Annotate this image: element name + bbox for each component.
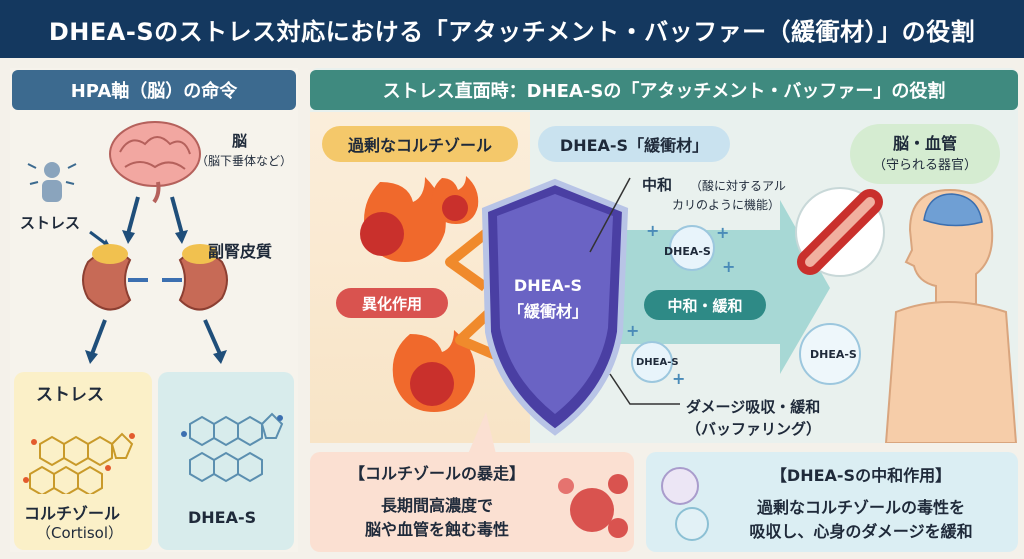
svg-text:+: + [646,221,659,240]
human-head-icon [884,188,1018,443]
stress-label: ストレス [20,214,81,232]
excess-cortisol-pill: 過剰なコルチゾール [322,126,518,162]
neutral-title: 中和 [642,176,673,194]
flame-icon [392,330,476,412]
dheas-bubble-icon [669,225,715,271]
kidney-right-icon [162,244,228,311]
hpa-diagram [27,121,228,364]
flame-icon [360,177,446,262]
callout-pointer [468,412,496,454]
stress-person-icon [27,162,77,202]
damage-label-1: ダメージ吸収・緩和 [686,398,821,416]
molecule-label: DHEA-S [810,348,857,361]
arrow-icon [90,319,107,355]
cortisol-box-title: ストレス [36,385,104,405]
neutralize-pill: 中和・緩和 [644,290,766,320]
buffer-title-pill: DHEA-S「緩衝材」 [538,126,730,162]
teal-arrow-icon [610,200,830,374]
brain-sub-label: （脳下垂体など） [196,154,293,168]
cortisol-runaway-line1: 長期間高濃度で [380,496,493,515]
svg-text:+: + [672,369,685,388]
cortisol-runaway-title: 【コルチゾールの暴走】 [348,464,525,483]
dheas-neutral-title: 【DHEA-Sの中和作用】 [770,466,952,485]
dheas-neutral-box [646,452,1018,552]
dheas-neutral-line2: 吸収し、心身のダメージを緩和 [749,522,973,541]
bubble-cluster-icon [661,467,709,541]
arrow-icon [126,196,140,235]
dheas-bubble-icon [799,323,861,385]
left-header: HPA軸（脳）の命令 [12,70,296,110]
dheas-name: DHEA-S [188,508,257,527]
arrow-icon [89,230,107,246]
molecule-label: DHEA-S [664,245,711,258]
dheas-molecule-icon [181,412,284,483]
page-title: DHEA-Sのストレス対応における「アタッチメント・バッファー（緩衝材）」の役割 [0,0,1024,58]
molecule-label: DHEA-S [636,357,679,368]
shield-label-1: DHEA-S [513,276,583,295]
catabolic-pill: 異化作用 [336,288,448,318]
toxin-cluster-icon [558,474,628,538]
dheas-bubble-icon [631,341,673,383]
brain-label: 脳 [232,132,248,150]
svg-text:+: + [626,321,639,340]
dheas-box [158,372,294,550]
organs-title: 脳・血管 [892,134,957,153]
damage-label-2: （バッファリング） [686,420,822,438]
adrenal-label: 副腎皮質 [208,242,273,261]
arrow-icon [203,319,222,355]
cortisol-name: コルチゾール [24,504,121,523]
kidney-left-icon [82,244,148,311]
brain-icon [109,121,201,204]
bounce-arrow-icon [455,308,502,362]
neutral-desc-2: カリのように機能） [672,198,781,212]
svg-text:+: + [722,257,735,276]
cortisol-molecule-icon [23,432,135,494]
dheas-neutral-line1: 過剰なコルチゾールの毒性を [756,498,965,517]
blood-vessel-icon [795,187,885,277]
arrow-icon [170,196,184,235]
svg-text:+: + [716,223,729,242]
bounce-arrow-icon [445,226,494,292]
shield-label-2: 「緩衝材」 [507,302,588,321]
cortisol-runaway-line2: 脳や血管を蝕む毒性 [364,520,509,539]
cortisol-sub: （Cortisol） [36,524,124,542]
organs-sub: （守られる器官） [872,158,977,173]
main-header: ストレス直面時：DHEA-Sの「アタッチメント・バッファー」の役割 [310,70,1018,110]
organs-pill [850,124,1000,184]
buffer-diagram: + + + + + [360,176,1018,443]
flame-icon [431,176,479,224]
neutral-desc-1: （酸に対するアル [690,179,786,193]
shield-icon [481,178,629,436]
